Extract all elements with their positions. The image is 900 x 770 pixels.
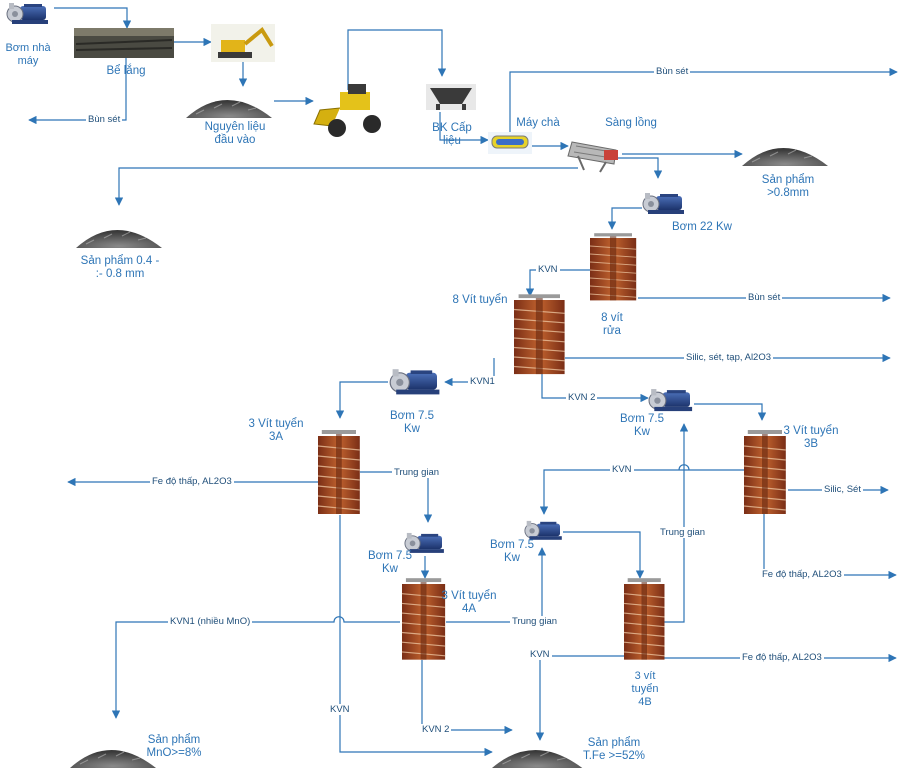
flow-label-trung-gian-1: Trung gian (392, 467, 442, 478)
label-pump-22: Bơm 22 Kw (672, 221, 732, 233)
label-pump-75-b: Bơm 7.5 Kw (620, 413, 664, 438)
product-fe-pile-icon (491, 749, 583, 769)
label-pump-75-d: Bơm 7.5 Kw (490, 539, 534, 564)
pump-75-a-icon (389, 368, 440, 395)
flow-label-trung-gian-2: Trung gian (658, 527, 708, 538)
scrubber-icon (488, 132, 532, 154)
raw-material-pile-icon (185, 99, 273, 119)
label-scrubber: Máy chà (516, 117, 560, 129)
flow-label-kvn1-mno: KVN1 (nhiều MnO) (168, 616, 253, 627)
label-spiral-3a: 3 Vít tuyển 3A (248, 418, 304, 443)
excavator-icon (211, 24, 275, 62)
label-spiral-8: 8 Vít tuyển (452, 294, 508, 306)
label-spiral-3b: 3 Vít tuyển 3B (783, 425, 839, 450)
flow-label-fe-low-1: Fe độ thấp, AL2O3 (150, 476, 234, 487)
label-product-08: Sản phẩm >0.8mm (761, 174, 815, 199)
flow-label-trung-gian-3: Trung gian (510, 616, 560, 627)
flow-label-kvn1: KVN1 (468, 376, 497, 387)
label-spiral-4a: 3 Vít tuyển 4A (441, 590, 497, 615)
flow-label-fe-low-2: Fe độ thấp, AL2O3 (760, 569, 844, 580)
label-trommel: Sàng lồng (605, 117, 657, 129)
pump-factory-icon (6, 2, 49, 25)
label-raw-material: Nguyên liệu đầu vào (204, 121, 266, 146)
label-product-04-08: Sản phẩm 0.4 - :- 0.8 mm (80, 255, 160, 280)
flow-label-fe-low-3: Fe độ thấp, AL2O3 (740, 652, 824, 663)
label-pump-factory: Bơm nhà máy (5, 42, 51, 67)
flow-label-kvn-down: KVN (328, 704, 352, 715)
flow-lines (28, 7, 898, 757)
label-settling-tank: Bể lắng (106, 65, 146, 77)
flow-label-silic-set-tap: Silic, sét, tạp, Al2O3 (684, 352, 774, 363)
wash-8-spiral-icon (589, 232, 637, 302)
flow-label-bun-set-left: Bùn sét (86, 114, 123, 125)
loader-icon (313, 84, 381, 137)
spiral-4b-icon (623, 577, 666, 661)
flow-label-kvn-mid: KVN (610, 464, 634, 475)
flow-label-bun-set-top: Bùn sét (654, 66, 691, 77)
pump-75-b-icon (648, 388, 693, 412)
flow-label-kvn2: KVN 2 (566, 392, 598, 403)
flow-label-kvn-4b: KVN (528, 649, 552, 660)
spiral-8-icon (513, 293, 566, 375)
product-08-pile-icon (741, 147, 829, 167)
flow-label-silic-set: Silic, Sét (822, 484, 863, 495)
label-spiral-4b: 3 vít tuyển 4B (631, 670, 659, 708)
label-pump-75-a: Bơm 7.5 Kw (390, 410, 434, 435)
label-wash-8: 8 vít rửa (601, 312, 623, 337)
pump-75-d-icon (524, 520, 563, 541)
product-04-08-pile-icon (75, 229, 163, 249)
trommel-icon (567, 141, 618, 173)
flow-label-kvn-top: KVN (536, 264, 560, 275)
pump-22-icon (642, 192, 685, 215)
spiral-3a-icon (317, 429, 361, 515)
label-pump-75-c: Bơm 7.5 Kw (368, 550, 412, 575)
flow-label-kvn2-down: KVN 2 (420, 724, 452, 735)
settling-tank-icon (74, 28, 174, 58)
flow-label-bun-set-wash: Bùn sét (746, 292, 783, 303)
label-feeder: BK Cấp liệu (432, 122, 472, 147)
label-product-fe: Sản phẩm T.Fe >=52% (582, 737, 645, 762)
label-product-mno: Sản phẩm MnO>=8% (146, 734, 202, 759)
feeder-icon (426, 84, 476, 110)
